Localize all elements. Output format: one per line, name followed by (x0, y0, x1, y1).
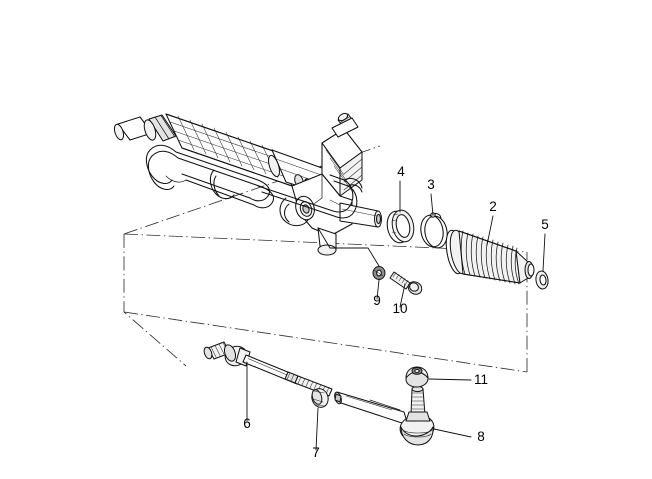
callout-10: 10 (392, 301, 407, 316)
rack-right-shaft (339, 202, 382, 228)
callout-6: 6 (243, 416, 251, 431)
band-clamp-ring (386, 209, 415, 244)
rack-lower-boss (317, 227, 337, 256)
callout-4: 4 (397, 164, 405, 179)
rack-left-collar (143, 114, 177, 142)
inner-tie-rod (203, 341, 333, 397)
callout-8: 8 (477, 429, 485, 444)
callout-numbers: 4 3 2 5 9 10 6 7 11 8 (243, 164, 549, 460)
outer-tie-rod-end (334, 385, 435, 446)
callout-7: 7 (312, 445, 320, 460)
castle-nut (405, 366, 429, 388)
steering-rack-assembly (113, 112, 382, 256)
tie-rod-lock-nut (311, 388, 329, 408)
rack-gridded-tube (165, 113, 293, 187)
hydraulic-tubes (145, 144, 363, 227)
boot-washer (535, 270, 549, 290)
callout-3: 3 (427, 177, 435, 192)
callout-2: 2 (489, 199, 497, 214)
lock-washer (372, 266, 386, 280)
leader-lines (246, 180, 546, 451)
callout-5: 5 (541, 217, 549, 232)
callout-11: 11 (474, 372, 488, 387)
callout-9: 9 (373, 293, 381, 308)
